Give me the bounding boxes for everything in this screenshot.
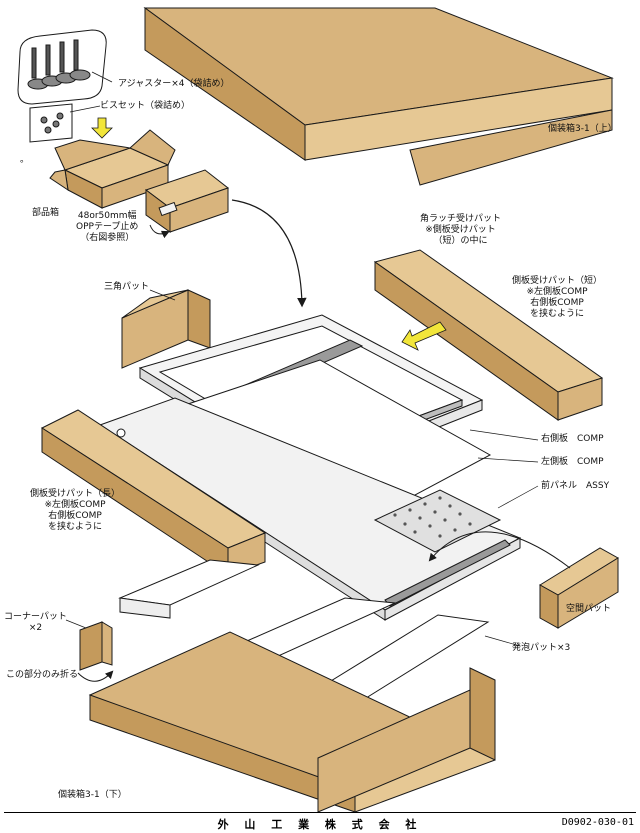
arrow-space-pad [428,531,571,569]
screw-set-bag [29,103,73,143]
footer-divider [4,812,636,813]
label-triangle-pad: 三角パット [104,282,150,292]
document-number: D0902-030-01 [561,817,634,828]
leader-lines [65,429,539,647]
adjuster-leader [91,71,113,83]
label-front-panel: 前パネル ASSY [541,481,610,491]
label-tape: 48or50mm幅 OPPテープ止め （右図参照） [76,211,139,243]
corner-pad [79,621,113,671]
triangle-pad [121,289,211,369]
parts-box-open [49,129,176,209]
label-dot: 。 [20,155,30,165]
screw-leader [69,105,101,113]
top-box-lid [143,7,614,186]
space-pad [539,547,619,629]
label-bottom-box: 個装箱3-1（下） [58,790,127,800]
label-adjuster: アジャスター×4（袋詰め） [118,79,230,89]
label-left-panel: 左側板 COMP [541,457,604,467]
label-top-box: 個装箱3-1（上） [548,124,617,134]
bottom-box [88,631,496,813]
arrow-into-parts-box [91,117,113,139]
label-screw-set: ビスセット（袋詰め） [100,101,191,111]
arrow-short-pad [401,321,447,351]
fold-arrow [77,670,114,682]
label-corner-latch-pad: 角ラッチ受けパット ※側板受けパット （短）の中に [420,214,502,246]
parts-box-closed [144,169,230,233]
label-parts-box: 部品箱 [32,208,60,218]
triangle-pad-leader [149,289,176,301]
tape-arrow [149,224,170,239]
label-corner-pad: コーナーパット ×2 [4,612,67,633]
label-short-side-pad: 側板受けパット（短） ※左側板COMP 右側板COMP を挟むように [512,276,603,319]
label-right-panel: 右側板 COMP [541,434,604,444]
label-long-side-pad: 側板受けパット（長） ※左側板COMP 右側板COMP を挟むように [30,489,121,532]
adjuster-bag [17,29,107,105]
label-fold-only: この部分のみ折る [6,670,79,680]
label-space-pad: 空間パット [566,604,612,614]
label-foam-pad: 発泡パット×3 [512,643,571,653]
short-side-pad [373,249,604,421]
company-name: 外 山 工 業 株 式 会 社 [217,818,423,831]
curved-arrow-parts-to-frame [231,199,307,308]
